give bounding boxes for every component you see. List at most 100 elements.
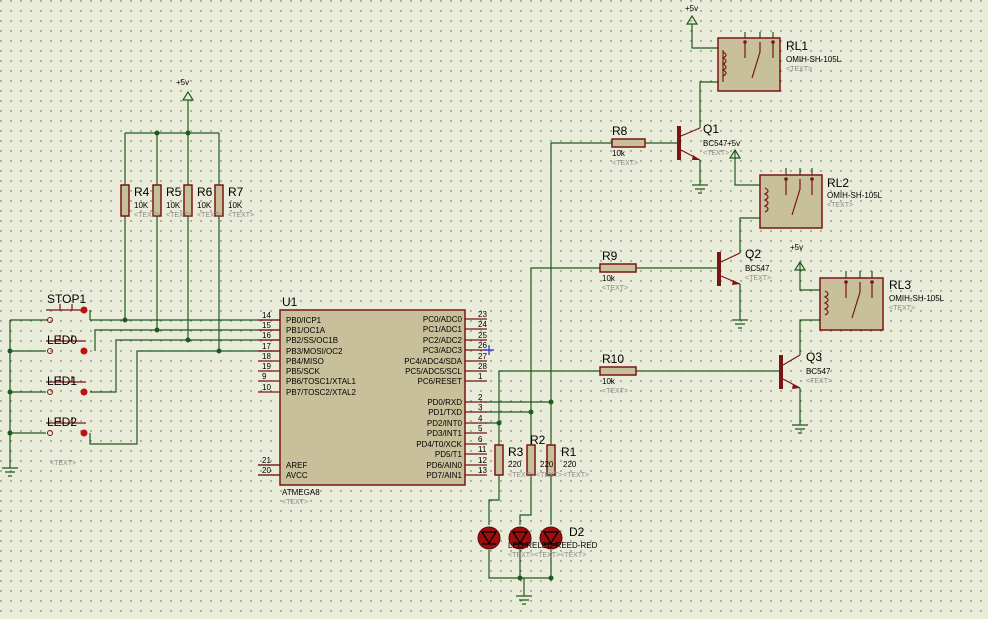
r7-ref: R7 [228,185,244,199]
mcu-pin-number: 4 [478,414,483,423]
resistor-r2[interactable] [526,444,536,476]
transistor-q2[interactable]: Q2 BC547 <TEXT> [717,247,771,286]
resistor-r9[interactable] [599,263,637,273]
resistor-r6[interactable] [183,184,193,217]
mcu-pin-name: PC0/ADC0 [423,315,463,324]
r10-ref: R10 [602,352,624,366]
switch-stop1[interactable]: STOP1 [46,292,88,323]
wires [9,24,873,596]
q2-part: BC547 [745,264,770,273]
mcu-pin-name: PB7/TOSC2/XTAL2 [286,388,357,397]
mcu-pin-name: PD5/T1 [435,450,463,459]
mcu-pin-number: 27 [478,352,487,361]
r4-ref: R4 [134,185,150,199]
led-part-labels: LED-RELED-REED-RED [508,541,598,550]
mcu-pin-number: 2 [478,393,483,402]
resistor-r3[interactable] [494,444,504,476]
r4-text: <TEXT> [134,212,160,219]
power-label: +5v [685,4,698,13]
mcu-pin-number: 15 [262,321,271,330]
q3-ref: Q3 [806,350,822,364]
ground-symbols [2,184,808,605]
r10-text: <TEXT> [602,388,628,395]
led-texts: <TEXT><TEXT><TEXT> [508,552,586,559]
mcu-pin-name: PC6/RESET [418,377,463,386]
q1-text: <TEXT> [703,150,729,157]
r3-value: 220 [508,460,522,469]
r1-text: <TEXT> [563,472,589,479]
mcu-pin-number: 25 [478,331,487,340]
mcu-pin-number: 23 [478,310,487,319]
mcu-pin-number: 13 [478,466,487,475]
mcu-ref: U1 [282,295,298,309]
led1-label: LED1 [47,374,77,388]
mcu-pin-name: PC2/ADC2 [423,336,463,345]
mcu-pin-name: PD1/TXD [428,408,462,417]
mcu-pin-number: 17 [262,342,271,351]
rl3-ref: RL3 [889,278,911,292]
mcu-pin-number: 11 [478,445,487,454]
switches: STOP1 LED0 LED1 LED2 <TEXT> [46,292,88,467]
led-d2[interactable] [539,526,563,550]
mcu-pin-name: PC4/ADC4/SDA [404,357,462,366]
switch-led1[interactable]: LED1 [46,374,88,396]
mcu-pin-name: PD4/T0/XCK [416,440,462,449]
r6-text: <TEXT> [197,212,223,219]
mcu-pin-name: AREF [286,461,307,470]
resistor-r4[interactable] [120,184,130,217]
mcu-pin-number: 12 [478,456,487,465]
cursor-crosshair [484,345,494,355]
relay-rl1[interactable]: RL1 OMIH-SH-105L <TEXT> [717,37,842,92]
r3-ref: R3 [508,445,524,459]
mcu-pin-number: 19 [262,362,271,371]
junctions [7,130,554,581]
mcu-pin-name: PC1/ADC1 [423,325,463,334]
mcu-pin-number: 14 [262,311,271,320]
mcu-pin-number: 24 [478,320,487,329]
q2-ref: Q2 [745,247,761,261]
mcu-right-pins: 23PC0/ADC024PC1/ADC125PC2/ADC226PC3/ADC3… [404,310,487,480]
r1-value: 220 [563,460,577,469]
led2-label: LED2 [47,415,77,429]
resistor-r8[interactable] [611,138,646,148]
mcu-pin-number: 9 [262,372,267,381]
mcu-pin-number: 20 [262,466,271,475]
led-d4[interactable] [477,526,501,550]
transistor-q1[interactable]: Q1 BC547 <TEXT> [677,122,729,161]
mcu-atmega8[interactable]: U1 ATMEGA8 <TEXT> 14PB0/ICP115PB1/OC1A16… [258,295,487,506]
resistor-r1[interactable] [546,444,556,476]
mcu-pin-name: PB6/TOSC1/XTAL1 [286,377,357,386]
mcu-pin-name: PB4/MISO [286,357,324,366]
r8-ref: R8 [612,124,628,138]
r9-text: <TEXT> [602,285,628,292]
resistor-r7[interactable] [214,184,224,217]
r6-value: 10K [197,201,212,210]
q3-text: <TEXT> [806,378,832,385]
led-d3[interactable] [508,526,532,550]
resistor-r5[interactable] [152,184,162,217]
mcu-pin-name: PB0/ICP1 [286,316,322,325]
mcu-pin-number: 5 [478,424,483,433]
r6-ref: R6 [197,185,213,199]
r8-value: 10k [612,149,626,158]
r5-text: <TEXT> [166,212,192,219]
relay-rl2[interactable]: RL2 OMIH-SH-105L <TEXT> [759,174,883,229]
power-symbol-pullup: +5v [176,78,195,101]
mcu-pin-number: 18 [262,352,271,361]
resistor-r10[interactable] [599,366,637,376]
mcu-pin-number: 6 [478,435,483,444]
transistor-q3[interactable]: Q3 BC547 <TEXT> [779,350,832,389]
mcu-pin-name: PB2/SS/OC1B [286,336,338,345]
rl1-ref: RL1 [786,39,808,53]
switch-led0[interactable]: LED0 [46,333,88,355]
power-symbol-q1: +5v [685,4,698,25]
r8-text: <TEXT> [612,160,638,167]
relay-rl3[interactable]: RL3 OMIH-SH-105L <TEXT> [819,277,945,331]
q3-part: BC547 [806,367,831,376]
mcu-pin-name: PD6/AIN0 [426,461,462,470]
mcu-pin-name: PD0/RXD [427,398,462,407]
switch-led2[interactable]: LED2 <TEXT> [46,415,88,467]
mcu-pin-name: PB1/OC1A [286,326,326,335]
